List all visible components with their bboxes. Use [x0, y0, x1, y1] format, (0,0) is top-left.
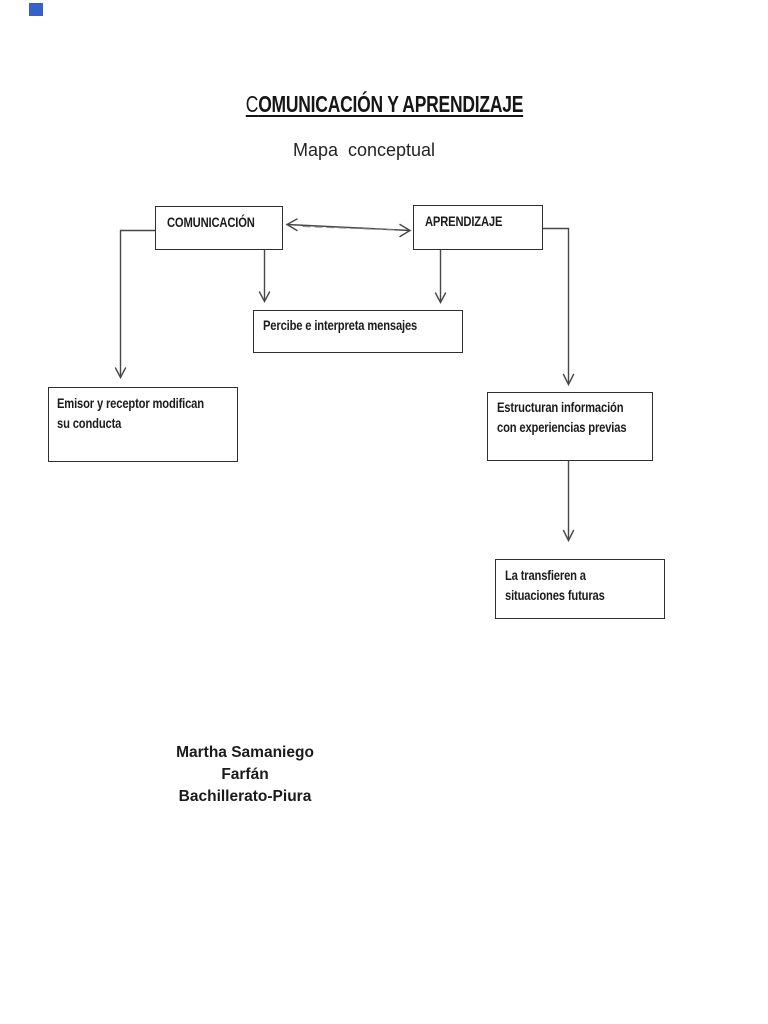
node-transfieren-line1: La transfieren a: [505, 567, 586, 583]
node-emisor-label: Emisor y receptor modifican su conducta: [57, 393, 204, 433]
arrowhead-percibe-right-icon: [434, 292, 447, 305]
node-transfieren-line2: situaciones futuras: [505, 587, 605, 603]
page-title: COMUNICACIÓN Y APRENDIZAJE: [0, 90, 768, 118]
node-aprendizaje-label: APRENDIZAJE: [425, 213, 503, 229]
node-transfieren: La transfieren a situaciones futuras: [495, 559, 665, 619]
title-rest: OMUNICACIÓN Y APRENDIZAJE: [257, 91, 523, 117]
node-estructuran-line2: con experiencias previas: [497, 419, 627, 435]
connector-aprendizaje-to-estructuran: [542, 227, 570, 385]
double-arrow-comunicacion-aprendizaje: [286, 223, 411, 232]
node-transfieren-label: La transfieren a situaciones futuras: [505, 565, 605, 605]
node-percibe-label: Percibe e interpreta mensajes: [263, 317, 418, 333]
node-estructuran: Estructuran información con experiencias…: [487, 392, 653, 461]
double-arrow-dashed-overlay: [302, 225, 397, 231]
node-comunicacion: COMUNICACIÓN: [155, 206, 283, 250]
arrowhead-transfieren-icon: [562, 529, 575, 543]
subtitle: Mapa conceptual: [292, 140, 436, 160]
node-percibe: Percibe e interpreta mensajes: [253, 310, 463, 353]
node-estructuran-label: Estructuran información con experiencias…: [497, 397, 627, 437]
author-block: Martha Samaniego Farfán Bachillerato-Piu…: [152, 742, 338, 808]
node-aprendizaje: APRENDIZAJE: [413, 205, 543, 250]
node-emisor-line1: Emisor y receptor modifican: [57, 395, 204, 411]
author-name: Martha Samaniego Farfán: [176, 744, 314, 783]
author-location: Bachillerato-Piura: [178, 788, 312, 805]
page-title-text: COMUNICACIÓN Y APRENDIZAJE: [245, 90, 523, 118]
connector-comunicacion-to-emisor: [119, 229, 156, 378]
node-emisor-line2: su conducta: [57, 415, 122, 431]
node-comunicacion-label: COMUNICACIÓN: [167, 214, 255, 230]
double-arrow-left-arrowhead-icon: [285, 218, 298, 232]
arrowhead-emisor-icon: [114, 367, 127, 380]
title-initial: C: [245, 91, 258, 117]
arrowhead-estructuran-icon: [562, 373, 575, 387]
double-arrow-right-arrowhead-icon: [399, 223, 412, 238]
node-emisor: Emisor y receptor modifican su conducta: [48, 387, 238, 462]
corner-marker: [29, 3, 43, 16]
arrowhead-percibe-left-icon: [258, 291, 271, 304]
node-estructuran-line1: Estructuran información: [497, 399, 624, 415]
